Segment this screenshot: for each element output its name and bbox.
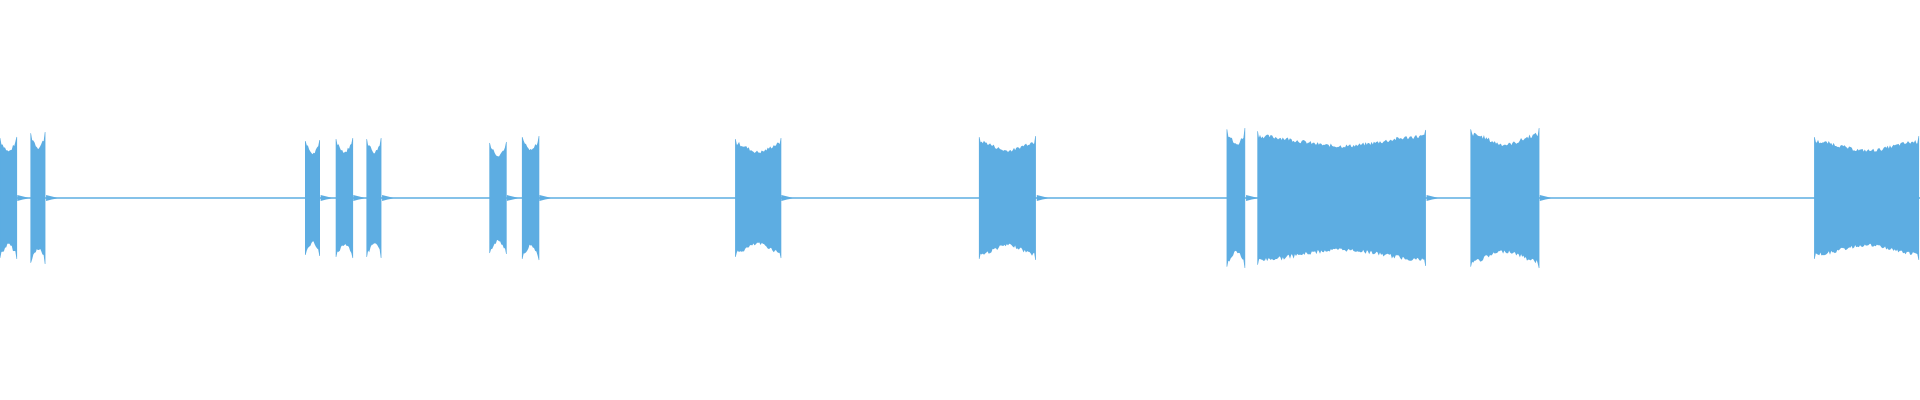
waveform-burst-7 — [521, 135, 540, 261]
waveform-burst-10 — [1226, 127, 1246, 269]
waveform-burst-3 — [305, 139, 320, 257]
waveform-tail-4 — [353, 195, 368, 201]
waveform-tail-1 — [17, 195, 32, 201]
waveform-burst-6 — [489, 141, 507, 255]
waveform-burst-5 — [366, 137, 382, 259]
waveform-tail-2 — [46, 195, 61, 201]
waveform-burst-4 — [335, 137, 354, 259]
waveform-tail-3 — [320, 195, 335, 201]
waveform-burst-2 — [30, 131, 46, 265]
waveform-burst-8 — [735, 137, 782, 259]
waveform-burst-9 — [978, 135, 1036, 261]
waveform-burst-13 — [1814, 135, 1920, 261]
waveform-tail-12 — [1539, 195, 1554, 201]
waveform-burst-1 — [0, 136, 18, 260]
waveform-tail-8 — [781, 195, 796, 201]
waveform-tail-7 — [539, 195, 554, 201]
waveform-tail-9 — [1036, 195, 1051, 201]
waveform-tail-5 — [382, 195, 397, 201]
waveform-tail-11 — [1426, 195, 1441, 201]
waveform-burst-11 — [1257, 129, 1426, 267]
waveform-tail-6 — [506, 195, 521, 201]
waveform-tail-10 — [1246, 195, 1261, 201]
waveform-burst-12 — [1470, 127, 1540, 269]
